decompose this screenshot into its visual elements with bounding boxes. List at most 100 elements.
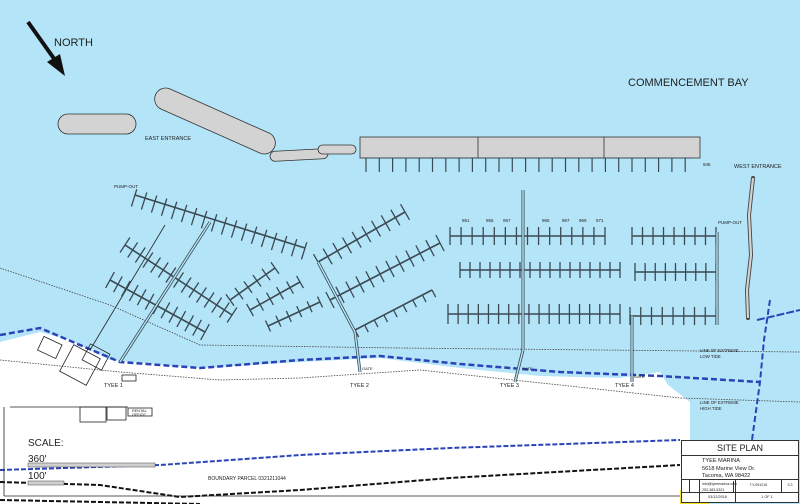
finger-pier	[142, 252, 154, 268]
finger-pier	[180, 277, 192, 293]
marina-name: TYEE MARINA	[702, 458, 740, 464]
finger-pier	[173, 272, 184, 288]
finger-pier	[144, 293, 155, 310]
rental-office-label: RENTAL	[132, 409, 147, 413]
finger-pier	[395, 255, 405, 273]
tyee-4-label: TYEE 4	[615, 383, 634, 389]
finger-pier	[285, 310, 292, 323]
finger-pier	[421, 294, 427, 303]
finger-pier	[261, 268, 271, 281]
finger-pier	[113, 276, 123, 293]
main-breakwater-dock	[359, 136, 701, 159]
finger-pier	[195, 287, 207, 303]
pump-out-label: PUMP-OUT	[718, 220, 742, 225]
walkway-deck	[354, 331, 361, 373]
scale-major-label: 360'	[28, 454, 47, 465]
finger-pier	[240, 223, 248, 241]
north-label: NORTH	[54, 37, 93, 49]
finger-pier	[431, 289, 437, 298]
finger-pier	[150, 195, 158, 213]
date: 03/12/2016	[700, 493, 736, 502]
finger-pier	[140, 192, 148, 210]
email: info@tyeemarina.com	[702, 481, 738, 487]
finger-pier	[136, 289, 147, 306]
finger-pier	[392, 309, 398, 318]
parcel-line	[756, 309, 800, 321]
finger-pier	[373, 319, 379, 328]
finger-pier	[250, 226, 258, 245]
finger-pier	[192, 319, 202, 336]
finger-pier	[105, 271, 115, 289]
finger-pier	[120, 280, 131, 297]
dock-main	[249, 281, 301, 311]
high-tide-label: LINE OF EXTREME	[700, 400, 739, 405]
finger-pier	[234, 287, 244, 300]
slip-label: 967	[562, 218, 570, 223]
finger-pier	[203, 292, 215, 308]
sheet-revision: 3.3	[787, 483, 793, 487]
finger-pier	[306, 301, 313, 313]
finger-pier	[252, 274, 262, 287]
finger-pier	[180, 204, 188, 223]
scale-minor-label: 100'	[28, 471, 47, 482]
dock-main	[317, 211, 406, 263]
west-breakwater-fill	[745, 177, 755, 319]
finger-pier	[160, 198, 168, 217]
phone: 253-383-5321	[701, 487, 734, 493]
east-breakwater-1	[57, 113, 137, 135]
finger-pier	[355, 276, 365, 293]
title-block-title: SITE PLAN	[682, 441, 798, 456]
finger-pier	[316, 296, 324, 308]
finger-pier	[399, 203, 411, 221]
dock-main	[229, 267, 276, 301]
finger-pier	[364, 324, 369, 333]
north-arrow-icon	[26, 20, 65, 76]
dock-main	[267, 301, 321, 327]
finger-pier	[188, 282, 200, 298]
title-block: SITE PLAN TYEE MARINA 5618 Marine View D…	[681, 440, 799, 503]
east-breakwater-2	[154, 87, 276, 155]
finger-pier	[225, 293, 235, 307]
finger-pier	[402, 304, 408, 313]
finger-pier	[425, 239, 435, 257]
finger-pier	[300, 242, 308, 260]
finger-pier	[341, 237, 353, 254]
finger-pier	[246, 303, 254, 317]
tyee-2-label: TYEE 2	[350, 383, 369, 389]
address-line-1: 5618 Marine View Dr.	[702, 465, 756, 472]
finger-pier	[380, 214, 391, 232]
walkway-deck	[514, 349, 524, 383]
finger-pier	[134, 247, 146, 263]
finger-pier	[211, 297, 223, 313]
finger-pier	[243, 281, 253, 294]
finger-pier	[168, 306, 179, 323]
finger-pier	[127, 242, 139, 258]
finger-pier	[184, 315, 195, 332]
docks	[105, 137, 719, 383]
slip-label: 971	[596, 218, 604, 223]
finger-pier	[270, 232, 278, 251]
breakwaters	[57, 87, 755, 320]
scale-title: SCALE:	[28, 438, 64, 449]
finger-pier	[351, 231, 362, 248]
finger-pier	[370, 220, 382, 237]
sheet-count: 1 OF 1	[761, 495, 773, 499]
east-breakwater-4	[317, 144, 357, 155]
tyee-3-label: TYEE 3	[500, 383, 519, 389]
property-line	[89, 224, 166, 351]
finger-pier	[375, 265, 385, 283]
tide-boundary-dashed	[0, 326, 761, 384]
low-tide-label: LOW TIDE	[700, 354, 721, 359]
finger-pier	[170, 201, 178, 220]
slip-label: 965	[542, 218, 550, 223]
finger-pier	[119, 237, 131, 253]
finger-pier	[266, 292, 274, 306]
slip-row-labels: 951 955 957 965 967 969 971	[462, 218, 604, 223]
buildings	[3, 335, 680, 497]
gate-label: GATE	[362, 366, 373, 371]
scale-bar-major	[27, 462, 156, 468]
finger-pier	[270, 261, 280, 275]
drawing-number: TY-091216	[736, 480, 782, 492]
